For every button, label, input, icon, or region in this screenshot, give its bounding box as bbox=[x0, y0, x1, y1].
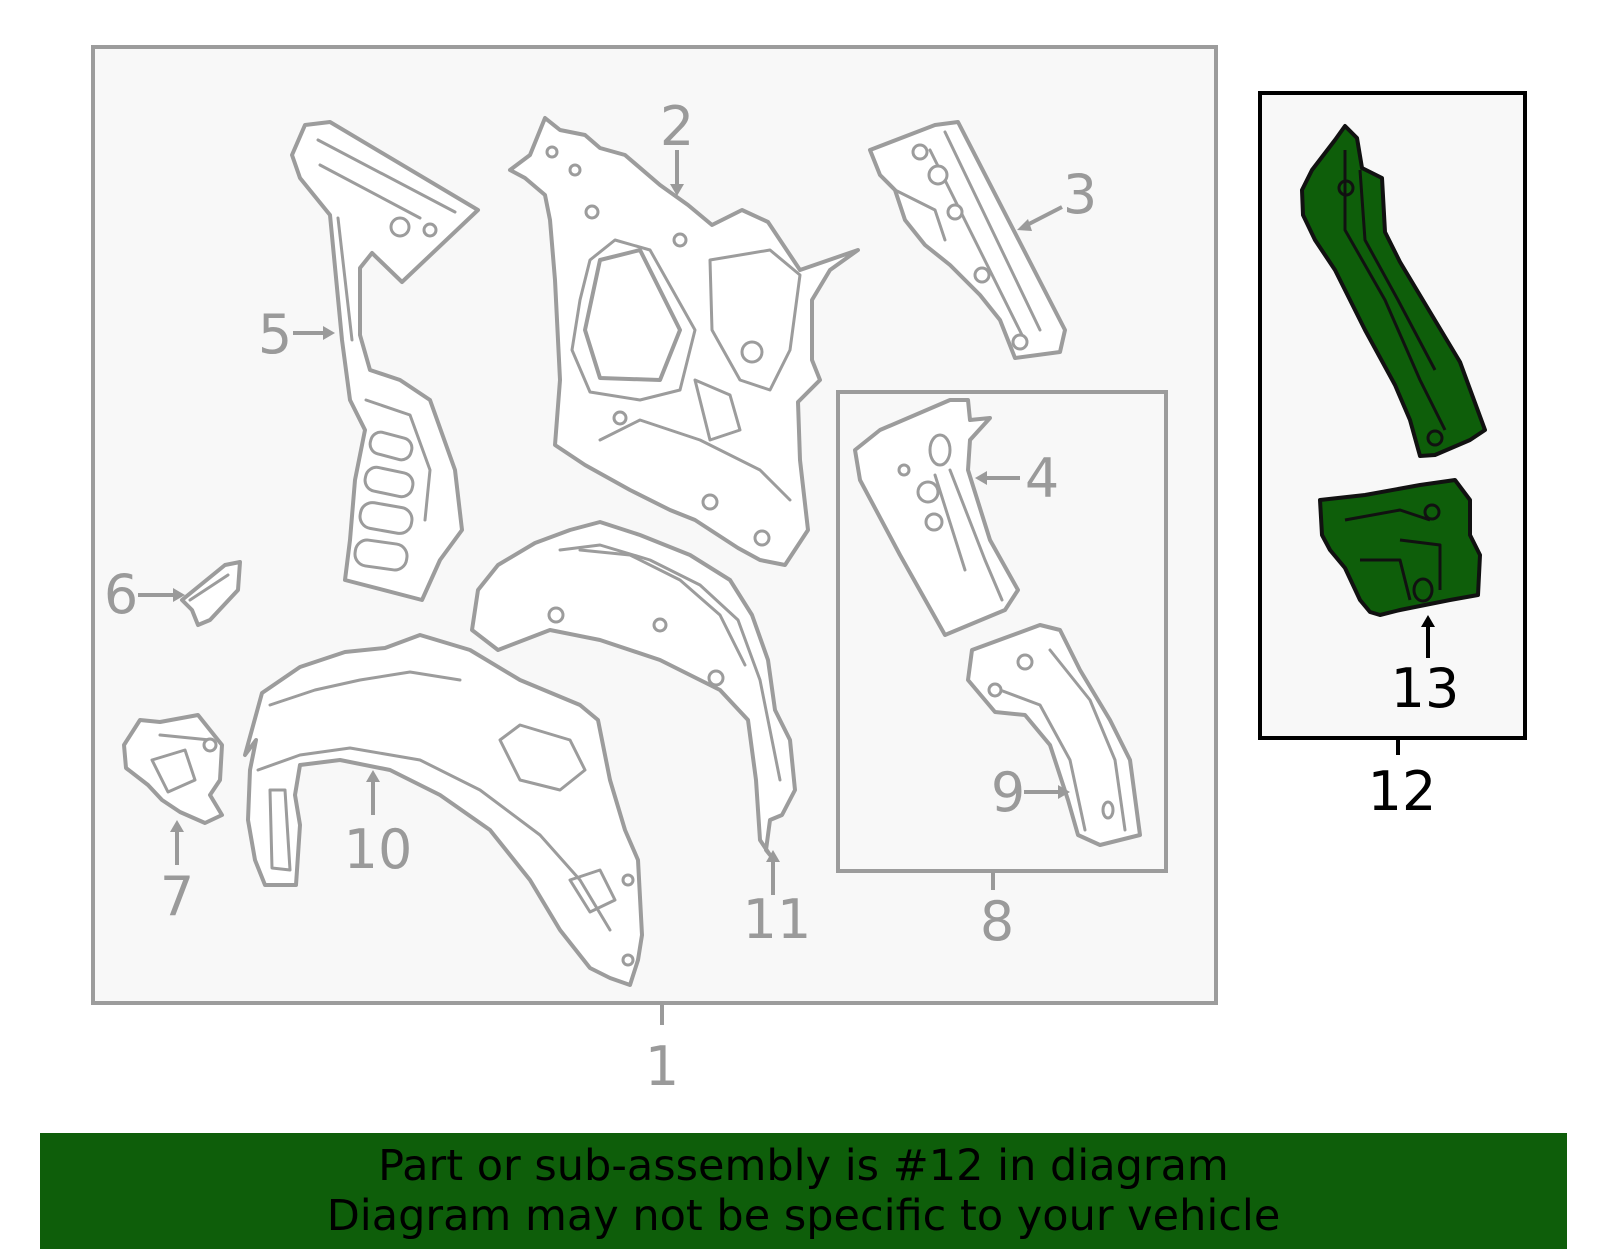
callout-12: 12 bbox=[1368, 760, 1437, 823]
callout-4: 4 bbox=[1025, 447, 1059, 510]
info-banner: Part or sub-assembly is #12 in diagram D… bbox=[40, 1133, 1567, 1249]
callout-2: 2 bbox=[660, 95, 694, 158]
callout-3: 3 bbox=[1063, 163, 1097, 226]
callout-7: 7 bbox=[160, 865, 194, 928]
callout-11: 11 bbox=[743, 888, 812, 951]
part-12-upper-pillar bbox=[1300, 124, 1487, 458]
part-11-wheelhouse-inner bbox=[470, 520, 797, 857]
assembly-12-frame bbox=[1258, 91, 1527, 740]
callout-8: 8 bbox=[980, 890, 1014, 953]
callout-6: 6 bbox=[104, 563, 138, 626]
leader-arrows bbox=[138, 150, 1435, 895]
part-7-extension bbox=[122, 713, 224, 825]
callout-9: 9 bbox=[991, 761, 1025, 824]
banner-line-1: Part or sub-assembly is #12 in diagram bbox=[378, 1141, 1229, 1191]
part-4-inner-pillar bbox=[853, 398, 1020, 637]
part-9-lower-pillar bbox=[966, 623, 1142, 847]
callout-5: 5 bbox=[258, 303, 292, 366]
callout-10: 10 bbox=[344, 818, 413, 881]
part-6-bracket bbox=[180, 560, 242, 627]
part-2-inner-quarter-panel bbox=[508, 116, 860, 567]
part-3-reinforcement bbox=[868, 120, 1067, 360]
part-5-quarter-pillar bbox=[290, 120, 480, 602]
part-13-gusset bbox=[1318, 478, 1482, 617]
part-10-wheelhouse-outer bbox=[243, 633, 644, 987]
callout-1: 1 bbox=[645, 1035, 679, 1098]
banner-line-2: Diagram may not be specific to your vehi… bbox=[326, 1191, 1281, 1241]
callout-13: 13 bbox=[1391, 657, 1460, 720]
